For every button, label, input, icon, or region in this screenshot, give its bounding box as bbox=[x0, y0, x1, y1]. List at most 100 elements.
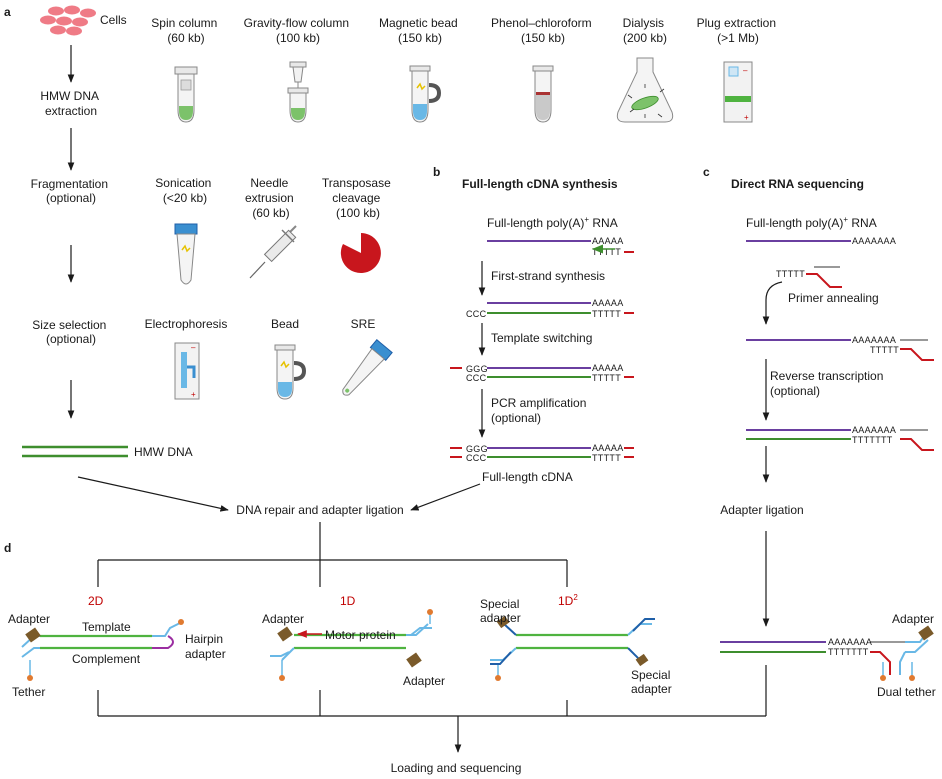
construct-1d bbox=[270, 609, 433, 681]
rna-polyA: AAAAAAA bbox=[828, 637, 872, 647]
size-label-bead: Bead bbox=[271, 317, 299, 331]
b-ccc-3: CCC bbox=[466, 453, 487, 463]
svg-text:–: – bbox=[191, 343, 196, 352]
spin-column-icon bbox=[174, 66, 198, 123]
c-primer-polyT: TTTTT bbox=[776, 269, 805, 279]
c-polyT-3: TTTTTTT bbox=[852, 435, 893, 445]
cells-icon bbox=[40, 5, 96, 36]
b-ccc-2: CCC bbox=[466, 373, 487, 383]
c-polyT-2: TTTTT bbox=[870, 345, 899, 355]
panel-label-d: d bbox=[4, 541, 11, 555]
bottom-collector-lines bbox=[97, 665, 767, 717]
construct-direct-rna bbox=[720, 625, 934, 681]
b-final-label: Full-length cDNA bbox=[482, 470, 573, 484]
c-step1-label: Primer annealing bbox=[788, 291, 879, 305]
method-label-spin: Spin column (60 kb) bbox=[151, 16, 220, 45]
panel-b-rna-label: Full-length poly(A)+ RNA bbox=[487, 215, 618, 230]
method-label-dialysis: Dialysis (200 kb) bbox=[623, 16, 668, 45]
sre-tube-icon bbox=[342, 339, 393, 396]
label-2d-tether: Tether bbox=[12, 685, 45, 699]
hmw-extraction-label: HMW DNA extraction bbox=[40, 89, 101, 118]
size-label-sre: SRE bbox=[351, 317, 376, 331]
b-duplex-2 bbox=[450, 367, 634, 378]
panel-label-b: b bbox=[433, 165, 440, 179]
label-1d-motor: Motor protein bbox=[325, 628, 396, 642]
transposase-pie-icon bbox=[340, 233, 381, 273]
method-label-plug: Plug extraction (>1 Mb) bbox=[697, 16, 780, 45]
method-label-phenol: Phenol–chloroform (150 kb) bbox=[491, 16, 595, 45]
label-2d-adapter: Adapter bbox=[8, 612, 50, 626]
label-1d-adapter-bottom: Adapter bbox=[403, 674, 445, 688]
mode-label-1d: 1D bbox=[340, 594, 356, 608]
b-polyA-1: AAAAA bbox=[592, 236, 624, 246]
method-label-gravity: Gravity-flow column (100 kb) bbox=[244, 16, 353, 45]
b-ccc-1: CCC bbox=[466, 309, 487, 319]
repair-ligation-label: DNA repair and adapter ligation bbox=[236, 503, 403, 517]
bead-tube-icon bbox=[274, 344, 307, 400]
phenol-chloroform-tube-icon bbox=[532, 65, 554, 123]
rna-polyT: TTTTTTT bbox=[828, 647, 869, 657]
frag-label-sonication: Sonication (<20 kb) bbox=[155, 176, 214, 205]
c-polyA-1: AAAAAAA bbox=[852, 236, 896, 246]
mode-label-2d: 2D bbox=[88, 594, 104, 608]
panel-label-a: a bbox=[4, 5, 11, 19]
extraction-methods: Spin column (60 kb) Gravity-flow column … bbox=[151, 16, 780, 45]
b-duplex-1 bbox=[487, 302, 634, 314]
label-2d-template: Template bbox=[82, 620, 131, 634]
cells-label: Cells bbox=[100, 13, 127, 27]
label-1d2-special-bottom: Special adapter bbox=[631, 668, 674, 696]
size-label-electrophoresis: Electrophoresis bbox=[145, 317, 228, 331]
fragmentation-label: Fragmentation (optional) bbox=[31, 177, 112, 205]
c-step2-label: Reverse transcription (optional) bbox=[770, 369, 887, 398]
panel-label-c: c bbox=[703, 165, 710, 179]
mode-label-1d2: 1D2 bbox=[558, 593, 578, 608]
b-step1-label: First-strand synthesis bbox=[491, 269, 605, 283]
b-polyA-2: AAAAA bbox=[592, 298, 624, 308]
svg-text:+: + bbox=[191, 390, 196, 399]
dialysis-flask-icon bbox=[616, 57, 674, 123]
b-polyT-1: TTTTT bbox=[592, 247, 621, 257]
electrophoresis-gel-icon: – + bbox=[174, 342, 200, 400]
sonication-tube-icon bbox=[174, 223, 198, 285]
method-label-magnetic: Magnetic bead (150 kb) bbox=[379, 16, 461, 45]
magnetic-bead-tube-icon bbox=[409, 65, 442, 123]
frag-label-needle: Needle extrusion (60 kb) bbox=[245, 176, 297, 220]
construct-1d2 bbox=[490, 615, 655, 681]
frag-label-transposase: Transposase cleavage (100 kb) bbox=[322, 176, 394, 220]
b-polyA-4: AAAAA bbox=[592, 443, 624, 453]
c-bracket bbox=[765, 281, 783, 301]
panel-c-rna-label: Full-length poly(A)+ RNA bbox=[746, 215, 877, 230]
construct-2d bbox=[21, 619, 184, 681]
svg-text:+: + bbox=[744, 113, 749, 122]
panel-c-title: Direct RNA sequencing bbox=[731, 177, 864, 191]
branch-lines bbox=[97, 559, 568, 587]
b-polyT-2: TTTTT bbox=[592, 309, 621, 319]
size-selection-label: Size selection (optional) bbox=[32, 318, 109, 346]
b-duplex-3 bbox=[450, 447, 634, 458]
b-polyT-3: TTTTT bbox=[592, 373, 621, 383]
label-1d-adapter-top: Adapter bbox=[262, 612, 304, 626]
label-rna-dual-tether: Dual tether bbox=[877, 685, 936, 699]
hmw-dna-strands bbox=[22, 445, 128, 458]
b-polyT-4: TTTTT bbox=[592, 453, 621, 463]
c-primer bbox=[806, 266, 842, 288]
c-polyA-2: AAAAAAA bbox=[852, 335, 896, 345]
label-2d-hairpin: Hairpin adapter bbox=[185, 632, 226, 661]
panel-b-title: Full-length cDNA synthesis bbox=[462, 177, 618, 191]
label-1d2-special-top: Special adapter bbox=[480, 597, 523, 625]
b-ggg-3: GGG bbox=[466, 444, 488, 454]
b-ggg-2: GGG bbox=[466, 364, 488, 374]
b-step2-label: Template switching bbox=[491, 331, 592, 345]
hmw-dna-label: HMW DNA bbox=[134, 445, 193, 459]
needle-syringe-icon bbox=[249, 225, 297, 279]
gravity-flow-column-icon bbox=[287, 61, 309, 123]
svg-text:–: – bbox=[743, 66, 748, 75]
c-annealed bbox=[746, 339, 934, 361]
c-duplex bbox=[746, 429, 934, 451]
c-adapter-ligation-label: Adapter ligation bbox=[720, 503, 803, 517]
label-2d-complement: Complement bbox=[72, 652, 141, 666]
b-polyA-3: AAAAA bbox=[592, 363, 624, 373]
plug-extraction-gel-icon: – + bbox=[723, 61, 753, 123]
arrow-hmw-to-repair bbox=[77, 476, 229, 512]
